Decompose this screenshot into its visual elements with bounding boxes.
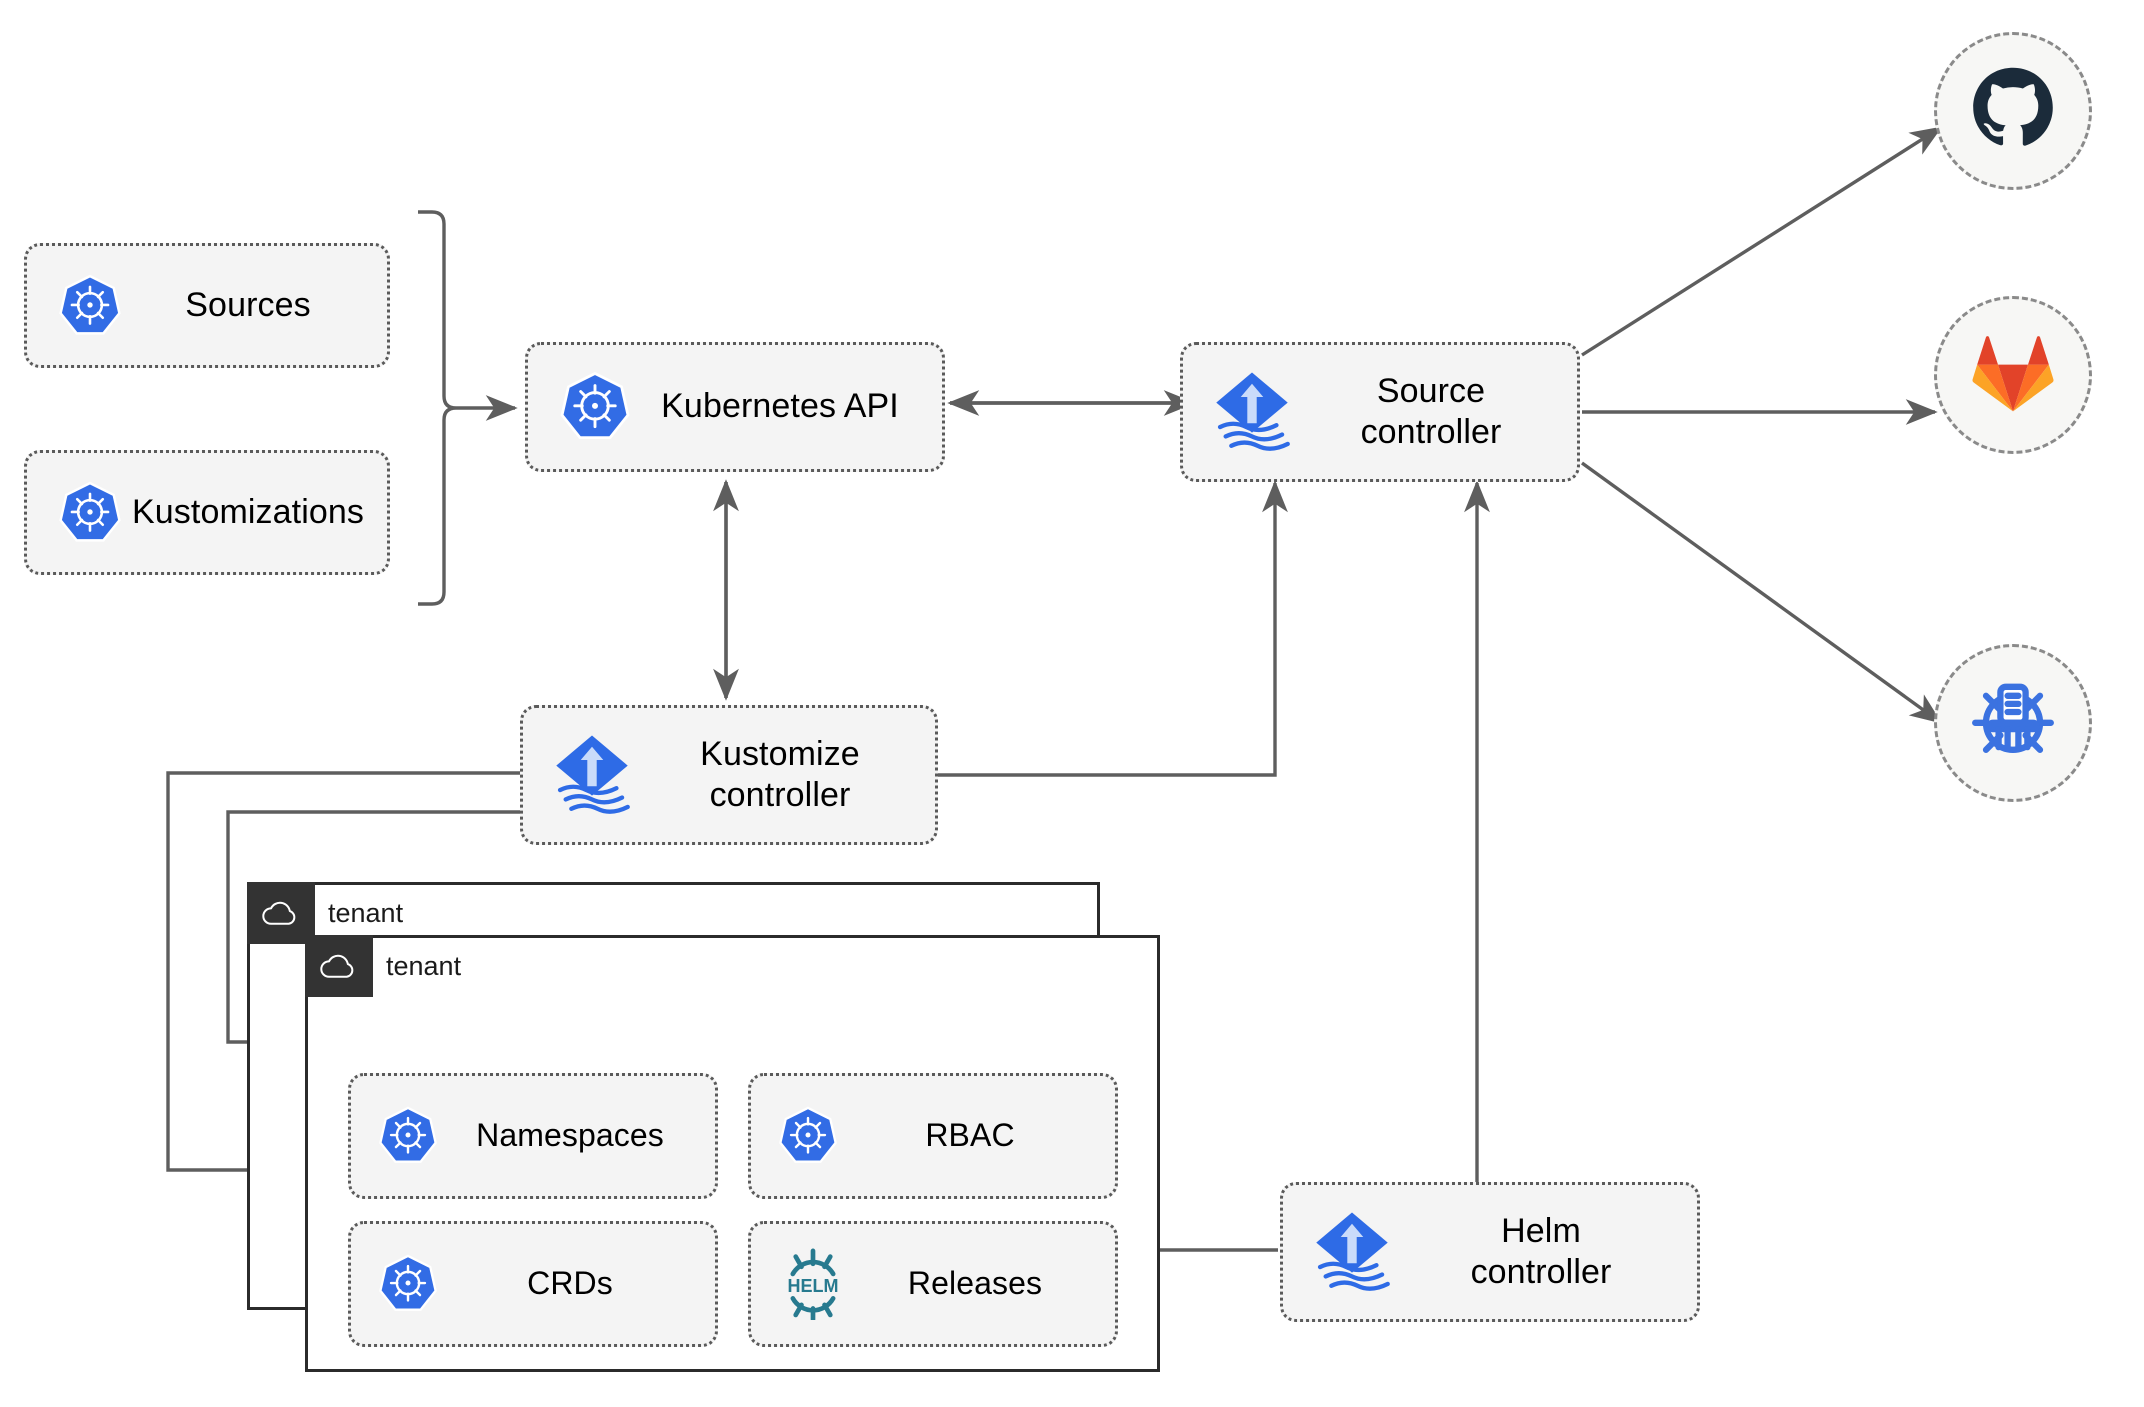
edge-sources-brace (418, 210, 457, 606)
node-kustomizations[interactable]: Kustomizations (24, 450, 390, 575)
github-icon (1970, 66, 2056, 157)
flux-icon (1205, 365, 1299, 459)
node-kustomize-controller-label: Kustomize controller (700, 734, 860, 814)
resource-namespaces[interactable]: Namespaces (348, 1073, 718, 1199)
node-kubernetes-api[interactable]: Kubernetes API (525, 342, 945, 472)
tenant-box-front[interactable]: tenant Namespaces (305, 935, 1160, 1372)
tenant-resources-grid: Namespaces RBAC (348, 1073, 1118, 1347)
svg-text:HELM: HELM (788, 1276, 839, 1296)
kubernetes-icon (57, 273, 123, 339)
node-helm-controller[interactable]: Helm controller (1280, 1182, 1700, 1322)
tenant-label-front: tenant (386, 950, 462, 981)
flux-icon (545, 728, 639, 822)
node-kustomizations-label: Kustomizations (132, 492, 364, 531)
helm-icon: HELM (777, 1248, 849, 1320)
edge-source-helmrepo (1581, 461, 1943, 724)
tenant-tab-front (305, 935, 373, 997)
node-kubernetes-api-label: Kubernetes API (661, 387, 899, 426)
kubernetes-icon (377, 1253, 439, 1315)
edge-kustomize-source (938, 480, 1288, 777)
resource-rbac-label: RBAC (925, 1117, 1015, 1154)
node-source-controller[interactable]: Source controller (1180, 342, 1580, 482)
resource-rbac[interactable]: RBAC (748, 1073, 1118, 1199)
kubernetes-icon (377, 1105, 439, 1167)
kubernetes-icon (777, 1105, 839, 1167)
kubernetes-icon (558, 370, 632, 444)
cloud-icon (261, 899, 301, 927)
node-sources-label: Sources (185, 285, 311, 324)
resource-releases-label: Releases (907, 1265, 1043, 1302)
node-kustomize-controller[interactable]: Kustomize controller (520, 705, 938, 845)
resource-crds[interactable]: CRDs (348, 1221, 718, 1347)
cloud-icon (319, 952, 359, 980)
resource-releases[interactable]: HELM Releases (748, 1221, 1118, 1347)
resource-namespaces-label: Namespaces (476, 1117, 664, 1154)
provider-gitlab[interactable] (1934, 296, 2092, 454)
node-source-controller-label: Source controller (1360, 371, 1502, 451)
flux-icon (1305, 1205, 1399, 1299)
provider-helm-repository[interactable] (1934, 644, 2092, 802)
provider-github[interactable] (1934, 32, 2092, 190)
gitlab-icon (1971, 333, 2055, 418)
node-helm-controller-label: Helm controller (1470, 1211, 1612, 1291)
edge-source-github (1581, 126, 1943, 357)
helm-repository-icon (1968, 676, 2058, 771)
kubernetes-icon (57, 480, 123, 546)
resource-crds-label: CRDs (527, 1265, 613, 1302)
node-sources[interactable]: Sources (24, 243, 390, 368)
